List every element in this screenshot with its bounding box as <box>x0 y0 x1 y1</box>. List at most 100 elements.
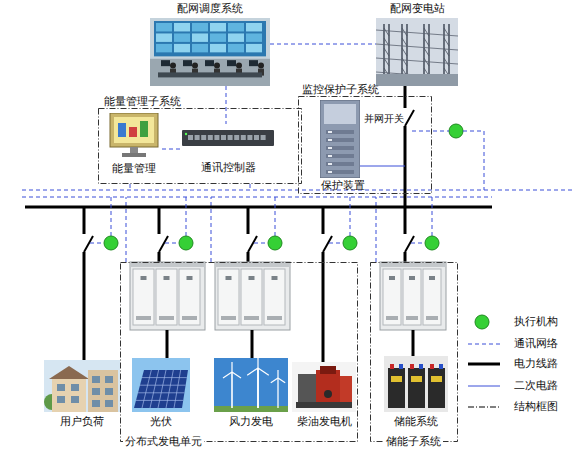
power-line <box>404 207 407 234</box>
screen-chart <box>118 123 126 137</box>
person <box>214 63 220 69</box>
relay-row <box>326 130 354 134</box>
panel-grid <box>142 370 151 408</box>
turbine-tower <box>231 372 233 408</box>
screen-panel <box>174 23 190 31</box>
turbine-tower <box>257 368 259 408</box>
power-line <box>322 252 325 362</box>
switch-port <box>261 135 266 140</box>
cabinet-vent <box>426 316 438 320</box>
cabinet-vent <box>221 316 236 320</box>
legend-text: 执行机构 <box>514 315 558 328</box>
cabinet-door <box>241 269 262 325</box>
window <box>92 400 100 407</box>
node-label: 能量管理 <box>100 162 168 175</box>
cabinet-door <box>383 269 401 325</box>
comm-line <box>250 184 251 190</box>
battery-terminal <box>419 364 423 369</box>
battery-terminal <box>439 364 443 369</box>
switch-body <box>182 130 274 146</box>
converter-cabinet <box>130 262 205 330</box>
cabinet-panel <box>187 276 193 280</box>
legend-text: 二次电路 <box>514 379 558 392</box>
relay-led <box>328 131 332 133</box>
screen-chart <box>129 127 137 137</box>
tower-brace <box>402 58 407 66</box>
node-label: 风力发电 <box>208 415 294 428</box>
converter-cabinet <box>380 262 446 330</box>
unit-frame: 储能子系统储能系统 <box>370 262 458 442</box>
window <box>105 388 113 395</box>
comm-line <box>111 197 112 236</box>
battery-label <box>431 376 442 382</box>
switch-port <box>201 135 206 140</box>
turbine-blade <box>278 378 285 383</box>
switch-port <box>254 135 259 140</box>
switch-blade <box>405 236 414 252</box>
power-line <box>468 363 500 366</box>
relay-led <box>328 155 332 157</box>
user-load: 用户负荷 <box>44 360 120 428</box>
actuator-symbol <box>343 236 357 250</box>
monitor <box>205 60 214 66</box>
comm-connector <box>226 86 227 124</box>
screen-panel <box>174 44 190 52</box>
illustration <box>44 360 120 412</box>
relay-led <box>328 147 332 149</box>
illustration <box>292 362 356 412</box>
legend-text: 电力线路 <box>514 357 558 370</box>
wire <box>376 58 458 64</box>
frame-outline <box>99 109 302 184</box>
tower-brace <box>384 48 389 56</box>
person <box>236 63 242 69</box>
battery-cell <box>388 368 405 408</box>
screen-wall <box>154 21 266 56</box>
comm-line <box>432 197 433 236</box>
floor <box>150 59 270 86</box>
window <box>105 400 113 407</box>
wire <box>376 44 458 50</box>
cabinet-panel <box>272 276 278 280</box>
switch-blade <box>84 236 93 252</box>
converter-cabinet <box>215 262 290 330</box>
battery-terminal <box>390 364 394 369</box>
comm-line <box>350 197 351 236</box>
switch-blade <box>248 236 257 252</box>
panel-grid <box>150 370 159 408</box>
frame-heading: 分布式发电单元 <box>123 435 204 448</box>
ground <box>214 406 288 412</box>
illustration <box>132 358 190 412</box>
power-line <box>404 252 407 262</box>
turbine-blade <box>258 368 269 375</box>
frame-sample <box>468 407 500 408</box>
engine-part <box>324 390 332 398</box>
node-label: 光伏 <box>126 415 196 428</box>
ground <box>376 74 458 86</box>
power-line <box>412 330 415 356</box>
tower-brace <box>424 38 429 46</box>
cabinet-panel <box>249 276 255 280</box>
switch-blade <box>323 236 332 252</box>
panel-grid <box>158 370 166 408</box>
desk <box>158 72 262 77</box>
cabinet-door <box>264 269 285 325</box>
monitor-stand <box>130 147 138 153</box>
cabinet-panel <box>226 276 232 280</box>
power-line <box>25 206 492 209</box>
switch-port <box>195 135 200 140</box>
battery-cell <box>428 368 445 408</box>
power-line <box>247 207 250 234</box>
illustration <box>376 18 458 86</box>
engine-body <box>316 370 340 402</box>
screen-panel <box>246 44 262 52</box>
node-label: 通讯控制器 <box>176 161 280 174</box>
screen-panel <box>228 23 244 31</box>
frame-heading: 能量管理子系统 <box>104 95 181 108</box>
screen-panel <box>210 33 226 41</box>
comm-line <box>411 243 425 244</box>
switch-blade <box>159 236 168 252</box>
monitor-frame <box>110 113 158 147</box>
relay-led <box>328 139 332 141</box>
switch-port <box>221 135 226 140</box>
